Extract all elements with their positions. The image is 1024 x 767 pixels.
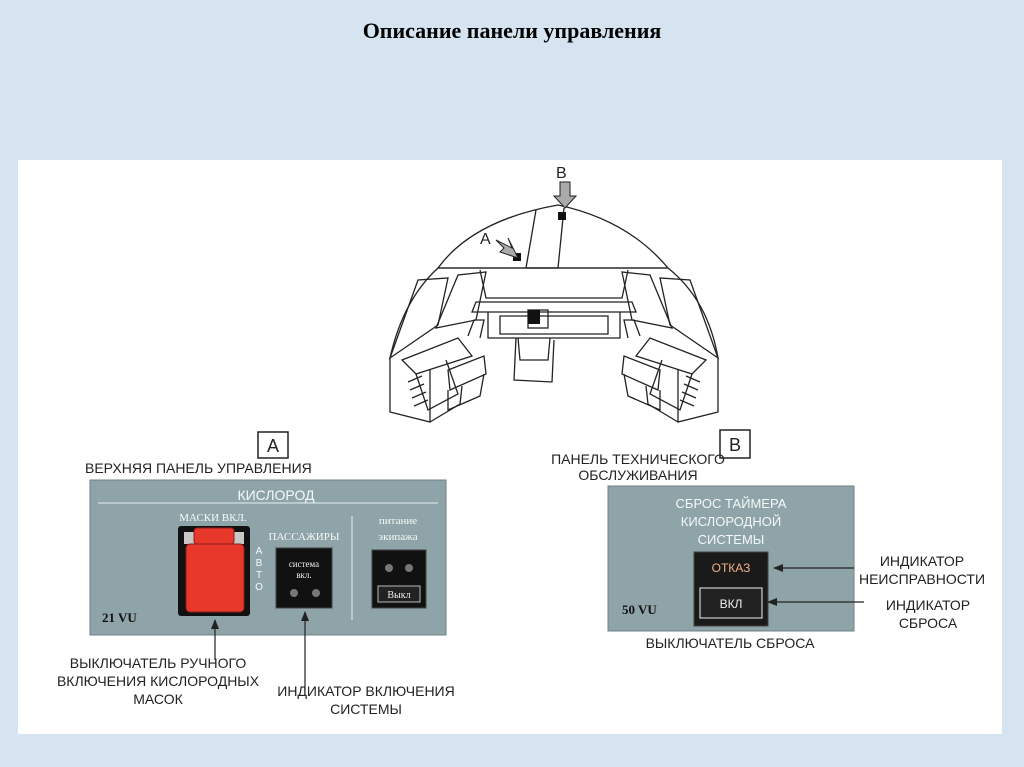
arrow-b-icon (552, 181, 578, 209)
fault-indicator: ОТКАЗ (712, 561, 751, 575)
slide-title: Описание панели управления (362, 18, 662, 43)
panel-a-box-label: A (267, 436, 279, 456)
callout-indicator-1: ИНДИКАТОР ВКЛЮЧЕНИЯ (277, 683, 454, 699)
panel-b-box-label: B (729, 435, 741, 455)
auto-letter-1: А (256, 546, 263, 557)
mask-switch-tab[interactable] (193, 527, 235, 545)
callout-reset-switch: ВЫКЛЮЧАТЕЛЬ СБРОСА (646, 635, 816, 651)
auto-letter-4: О (255, 582, 263, 593)
callout-indicator-2: СИСТЕМЫ (330, 701, 402, 717)
panel-b-header-1: ПАНЕЛЬ ТЕХНИЧЕСКОГО (551, 451, 725, 467)
arrow-a-icon (495, 237, 519, 259)
panel-b-title-3: СИСТЕМЫ (698, 532, 765, 547)
crew-off-button[interactable] (377, 585, 421, 603)
callout-reset-2: СБРОСА (899, 615, 958, 631)
panel-b-code: 50 VU (622, 602, 657, 617)
panel-a-header: ВЕРХНЯЯ ПАНЕЛЬ УПРАВЛЕНИЯ (85, 460, 312, 476)
figure: A B A ВЕРХНЯЯ ПАНЕЛЬ УПРАВЛЕНИЯ КИСЛОРОД… (18, 160, 1002, 734)
passengers-label: ПАССАЖИРЫ (269, 531, 340, 543)
crew-power-line2: экипажа (378, 531, 417, 543)
indicator-lamp-right (312, 589, 320, 597)
cockpit-label-a: A (480, 231, 491, 248)
callout-fault-2: НЕИСПРАВНОСТИ (859, 571, 985, 587)
area-b-mark (558, 212, 566, 220)
indicator-lamp-left (290, 589, 298, 597)
reset-indicator-label: ВКЛ (720, 597, 743, 611)
panel-a-code: 21 VU (102, 610, 137, 625)
masks-on-label: МАСКИ ВКЛ. (179, 512, 247, 524)
auto-letter-3: Т (256, 570, 262, 581)
cockpit-drawing (388, 204, 720, 423)
panel-b-header-2: ОБСЛУЖИВАНИЯ (578, 467, 697, 483)
oxygen-panel-title: КИСЛОРОД (237, 487, 315, 503)
panel-b-title-1: СБРОС ТАЙМЕРА (676, 496, 787, 511)
passenger-system-indicator[interactable] (275, 547, 333, 609)
system-on-line2: вкл. (296, 570, 311, 580)
callout-fault-1: ИНДИКАТОР (880, 553, 964, 569)
crew-off-label: Выкл (387, 590, 410, 601)
callout-switch-1: ВЫКЛЮЧАТЕЛЬ РУЧНОГО (70, 655, 247, 671)
crew-lamp-right (405, 564, 413, 572)
cockpit-label-b: B (556, 165, 567, 182)
manual-mask-switch[interactable] (185, 543, 245, 613)
reset-indicator[interactable] (699, 587, 763, 619)
system-on-line1: система (289, 559, 319, 569)
crew-power-line1: питание (379, 515, 417, 527)
crew-lamp-left (385, 564, 393, 572)
panel-b-box (719, 429, 751, 459)
center-pedestal-mark (528, 310, 540, 324)
panel-b-title-2: КИСЛОРОДНОЙ (681, 514, 781, 529)
callout-reset-1: ИНДИКАТОР (886, 597, 970, 613)
callout-switch-3: МАСОК (133, 691, 183, 707)
auto-letter-2: В (256, 558, 263, 569)
panel-a-box (257, 431, 289, 459)
callout-switch-2: ВКЛЮЧЕНИЯ КИСЛОРОДНЫХ (57, 673, 260, 689)
